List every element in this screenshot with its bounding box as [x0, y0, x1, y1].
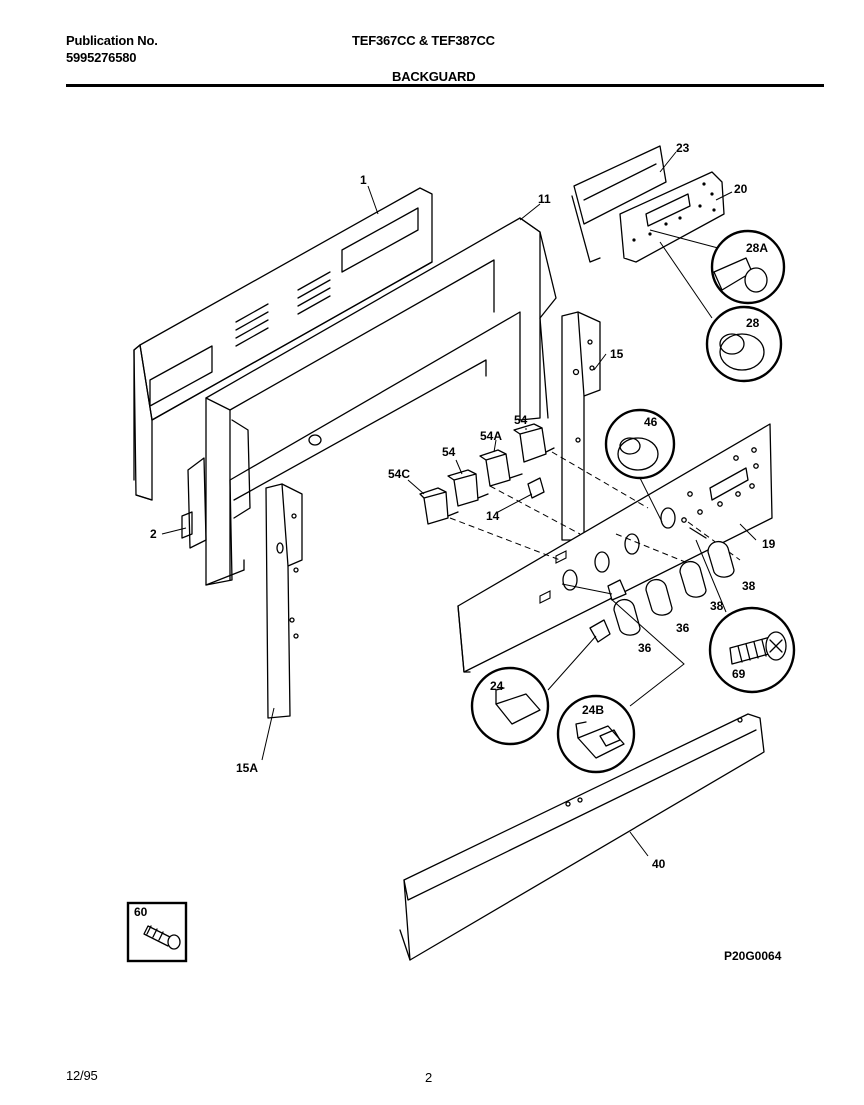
label-part-28: 28: [746, 316, 760, 330]
part-60-box: [126, 901, 188, 963]
callout-69: [708, 606, 796, 694]
label-part-1: 1: [360, 173, 367, 187]
control-knobs: [589, 527, 735, 643]
model-numbers: TEF367CC & TEF387CC: [352, 33, 495, 48]
callout-24: [470, 666, 550, 746]
side-bracket: [181, 457, 207, 549]
label-part-23: 23: [676, 141, 690, 155]
callout-46: [604, 408, 676, 480]
footer-page-number: 2: [425, 1070, 433, 1085]
label-part-54a: 54A: [480, 429, 502, 443]
lower-trim: [399, 713, 765, 961]
label-part-36-lower: 36: [638, 641, 652, 655]
control-panel: [457, 423, 773, 673]
label-part-19: 19: [762, 537, 776, 551]
footer-date: 12/95: [66, 1068, 98, 1083]
callout-28a: [710, 229, 786, 305]
label-part-28a: 28A: [746, 241, 768, 255]
rear-panel: [133, 187, 433, 501]
leader-lines: [547, 229, 727, 707]
label-part-46: 46: [644, 415, 658, 429]
label-part-69: 69: [732, 667, 746, 681]
label-part-54-upper: 54: [514, 413, 528, 427]
part-labels: 1 11 23 20 28A 28 15 46 54 54A 54 54C 14…: [134, 141, 782, 963]
publication-number: 5995276580: [66, 50, 137, 65]
label-part-36-upper: 36: [676, 621, 690, 635]
callout-24b: [556, 694, 636, 774]
drawing-id: P20G0064: [724, 949, 782, 963]
label-part-24: 24: [490, 679, 504, 693]
callout-28: [705, 305, 783, 383]
backguard-frame: [205, 217, 557, 586]
label-part-15: 15: [610, 347, 624, 361]
label-part-54c: 54C: [388, 467, 410, 481]
label-part-38-upper: 38: [742, 579, 756, 593]
label-part-24b: 24B: [582, 703, 604, 717]
label-part-15a: 15A: [236, 761, 258, 775]
side-rail-right: [561, 311, 601, 541]
switch-blocks: [419, 423, 555, 525]
label-leaders: [161, 151, 757, 857]
side-rail-left: [265, 483, 303, 719]
label-part-54-lower: 54: [442, 445, 456, 459]
label-part-60: 60: [134, 905, 148, 919]
section-title: BACKGUARD: [392, 69, 476, 84]
label-part-2: 2: [150, 527, 157, 541]
publication-label: Publication No.: [66, 33, 158, 48]
clock-assembly: [571, 145, 725, 263]
label-part-14: 14: [486, 509, 500, 523]
label-part-11: 11: [538, 192, 551, 206]
label-part-40: 40: [652, 857, 666, 871]
label-part-38-lower: 38: [710, 599, 724, 613]
label-part-20: 20: [734, 182, 748, 196]
header-rule: [66, 84, 824, 87]
